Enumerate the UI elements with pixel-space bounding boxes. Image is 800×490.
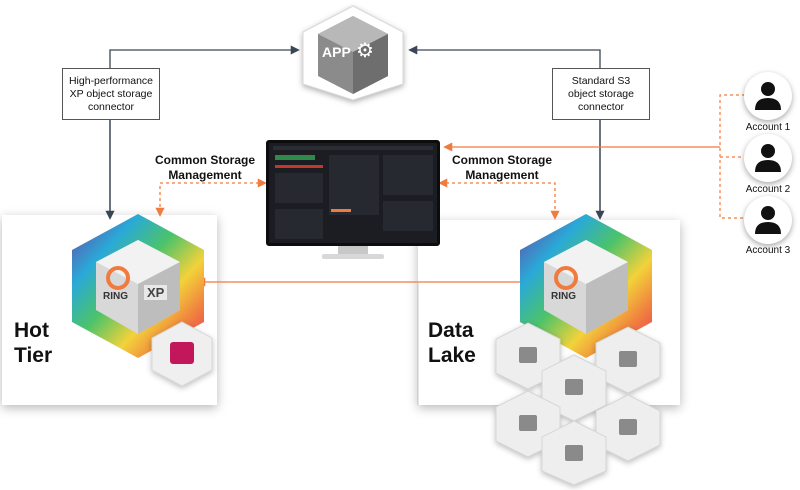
hot-tier-line2: Tier xyxy=(14,344,53,367)
s3-connector-callout: Standard S3 object storage connector xyxy=(552,68,650,120)
accounts-bracket xyxy=(719,94,745,219)
account-1-avatar xyxy=(744,72,792,120)
person-icon xyxy=(755,206,781,234)
hot-small-cube xyxy=(151,321,213,387)
account-1-label: Account 1 xyxy=(745,122,791,133)
data-lake-label: Data Lake xyxy=(428,318,476,368)
account-2-label: Account 2 xyxy=(745,184,791,195)
hot-tier-label: Hot Tier xyxy=(14,318,52,368)
xp-badge: XP xyxy=(144,285,168,300)
person-icon xyxy=(755,82,781,110)
hot-ring-hexagon xyxy=(72,214,204,358)
gear-icon: ⚙ xyxy=(356,40,374,62)
mgmt-left-label: Common Storage Management xyxy=(154,153,255,182)
monitor xyxy=(266,140,440,259)
app-label: APP xyxy=(322,44,351,60)
account-3-avatar xyxy=(744,196,792,244)
person-icon xyxy=(755,144,781,172)
app-hexagon xyxy=(302,5,404,101)
data-lake-line1: Data xyxy=(428,319,474,342)
account-3-label: Account 3 xyxy=(745,245,791,256)
monitor-stand xyxy=(338,246,368,256)
data-lake-line2: Lake xyxy=(428,344,476,367)
account-2-avatar xyxy=(744,134,792,182)
lake-ring-logo-circle xyxy=(554,266,578,290)
s3-connector-text: Standard S3 object storage connector xyxy=(568,74,634,113)
hot-ring-label: RING xyxy=(103,291,128,302)
ring-logo-circle xyxy=(106,266,130,290)
xp-connector-text: High-performance XP object storage conne… xyxy=(68,74,154,113)
mgmt-left-line xyxy=(155,178,267,217)
xp-connector-callout: High-performance XP object storage conne… xyxy=(62,68,160,120)
mgmt-right-label: Common Storage Management xyxy=(451,153,552,182)
hot-tier-line1: Hot xyxy=(14,319,49,342)
mgmt-right-line xyxy=(438,178,560,220)
monitor-screen xyxy=(266,140,440,246)
lake-ring-label: RING xyxy=(551,291,576,302)
data-lake-cubes xyxy=(495,322,661,486)
